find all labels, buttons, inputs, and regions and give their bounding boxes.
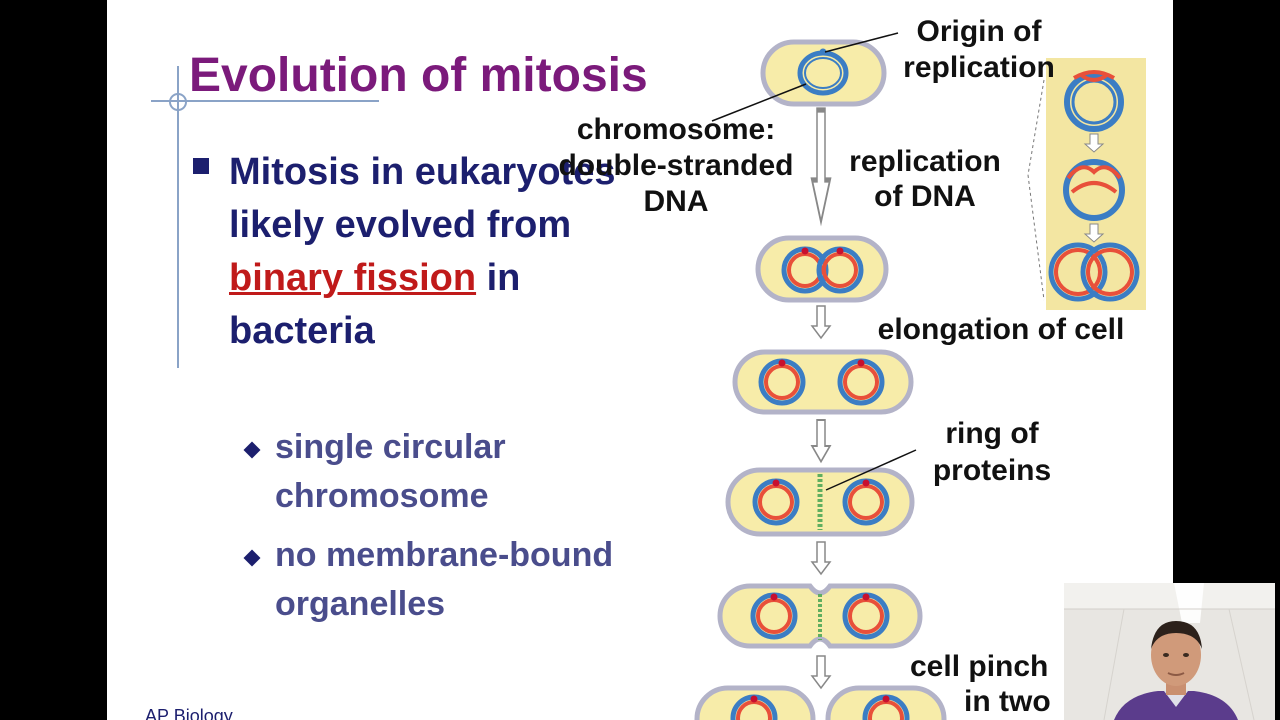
main-bullet-prefix: Mitosis in eukaryotes likely evolved fro… [229, 151, 616, 246]
crosshair-circle-icon [169, 93, 187, 111]
sub-bullet-1: single circular chromosome [275, 428, 506, 515]
label-elongation: elongation of cell [878, 313, 1125, 346]
label-ring-line2: proteins [933, 454, 1051, 487]
cell-stage-two-daughters [694, 685, 947, 720]
replication-detail-inset [1027, 58, 1146, 310]
label-chromosome-line3: DNA [644, 185, 709, 218]
label-origin-line2: replication [903, 51, 1055, 84]
label-ring-line1: ring of [945, 417, 1039, 450]
binary-fission-diagram: Origin of replication chromosome: double… [558, 15, 1146, 720]
footer-text: AP Biology [145, 706, 233, 720]
label-replication-line2: of DNA [874, 180, 976, 213]
presenter-webcam [1064, 583, 1275, 720]
square-bullet-icon [193, 158, 209, 174]
cell-stage-replication [755, 235, 889, 303]
sub-bullet-2: no membrane-bound organelles [275, 536, 614, 623]
slide-title: Evolution of mitosis [189, 49, 648, 102]
cell-stage-protein-ring [725, 467, 915, 537]
label-chromosome-line1: chromosome: [577, 113, 775, 146]
label-pinch-line1: cell pinch [910, 650, 1048, 683]
presenter-video-icon [1064, 583, 1275, 720]
slide: Evolution of mitosis Mitosis in eukaryot… [107, 0, 1173, 720]
cell-stage-pinching [717, 583, 923, 649]
label-origin-line1: Origin of [917, 15, 1043, 48]
main-bullet-text: Mitosis in eukaryotes likely evolved fro… [229, 146, 649, 358]
binary-fission-highlight: binary fission [229, 257, 477, 299]
title-divider-line [151, 100, 379, 102]
label-chromosome-line2: double-stranded [558, 149, 793, 182]
cell-stage-elongation [732, 349, 914, 415]
vertical-accent-line [177, 66, 179, 368]
main-bullet-suffix: in bacteria [229, 257, 521, 352]
label-replication-line1: replication [849, 145, 1001, 178]
cell-stage-original [760, 39, 887, 107]
label-pinch-line2: in two [964, 685, 1051, 718]
